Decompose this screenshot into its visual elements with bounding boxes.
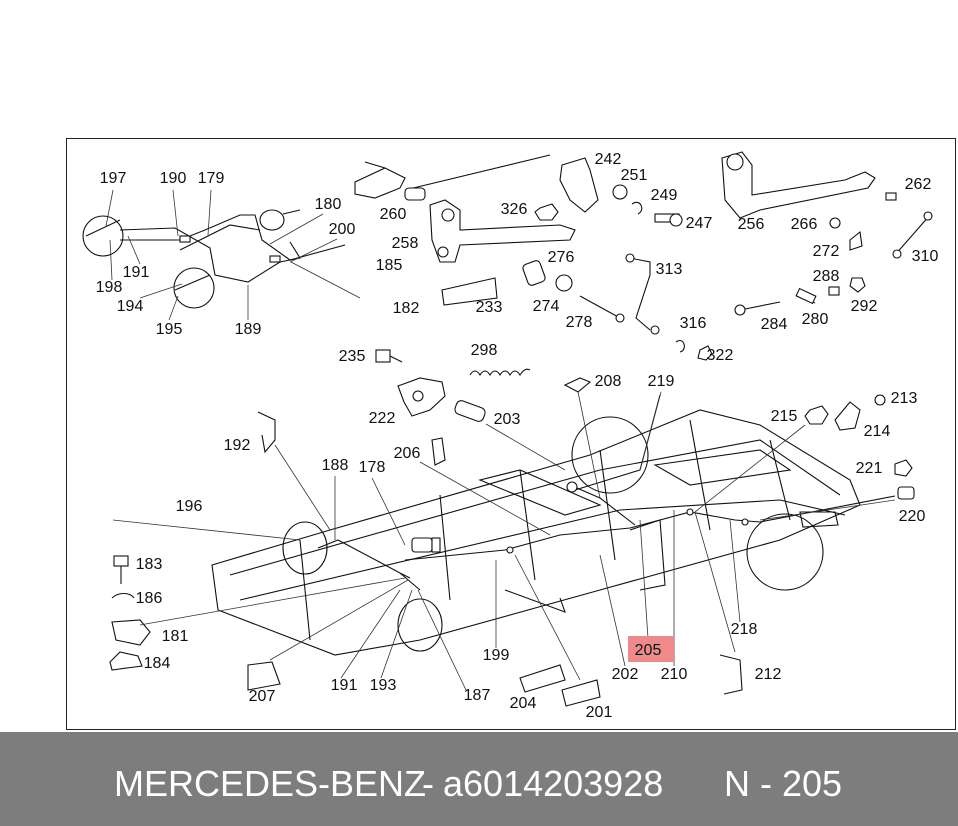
right-parts — [719, 394, 915, 695]
part-label-251: 251 — [621, 167, 648, 184]
part-label-249: 249 — [651, 187, 678, 204]
part-label-179: 179 — [198, 170, 225, 187]
part-label-199: 199 — [483, 647, 510, 664]
part-label-189: 189 — [235, 321, 262, 338]
part-label-274: 274 — [533, 298, 560, 315]
part-label-184: 184 — [144, 655, 171, 672]
part-label-186: 186 — [136, 590, 163, 607]
part-label-196: 196 — [176, 498, 203, 515]
separator: - — [422, 763, 434, 804]
part-label-203: 203 — [494, 411, 521, 428]
part-label-187: 187 — [464, 687, 491, 704]
part-label-242: 242 — [595, 151, 622, 168]
part-label-222: 222 — [369, 410, 396, 427]
part-label-276: 276 — [548, 249, 575, 266]
part-label-215: 215 — [771, 408, 798, 425]
part-label-206: 206 — [394, 445, 421, 462]
part-label-326: 326 — [501, 201, 528, 218]
part-label-181: 181 — [162, 628, 189, 645]
brand-name: MERCEDES-BENZ — [114, 763, 427, 804]
part-label-182: 182 — [393, 300, 420, 317]
part-label-288: 288 — [813, 268, 840, 285]
part-label-310: 310 — [912, 248, 939, 265]
left-lower-parts — [109, 411, 601, 707]
diagram-frame — [66, 138, 956, 730]
part-label-219: 219 — [648, 373, 675, 390]
part-label-210: 210 — [661, 666, 688, 683]
part-label-221: 221 — [856, 460, 883, 477]
footer-bar: MERCEDES-BENZ - a6014203928 N - 205 — [0, 732, 958, 826]
part-label-272: 272 — [813, 243, 840, 260]
part-label-195: 195 — [156, 321, 183, 338]
part-label-262: 262 — [905, 176, 932, 193]
part-label-180: 180 — [315, 196, 342, 213]
exploded-parts-diagram: 1971901791802001981911941851951891822602… — [82, 151, 939, 721]
part-label-298: 298 — [471, 342, 498, 359]
part-number: a6014203928 — [443, 763, 664, 804]
part-label-190: 190 — [160, 170, 187, 187]
upper-parts — [354, 151, 933, 466]
part-label-278: 278 — [566, 314, 593, 331]
leader-lines — [105, 189, 896, 691]
part-label-280: 280 — [802, 311, 829, 328]
part-label-183: 183 — [136, 556, 163, 573]
part-label-256: 256 — [738, 216, 765, 233]
part-label-191: 191 — [123, 264, 150, 281]
chassis-frame — [211, 409, 861, 656]
part-label-235: 235 — [339, 348, 366, 365]
part-label-258: 258 — [392, 235, 419, 252]
part-label-208: 208 — [595, 373, 622, 390]
part-label-247: 247 — [686, 215, 713, 232]
part-label-200: 200 — [329, 221, 356, 238]
part-label-193: 193 — [370, 677, 397, 694]
part-label-233: 233 — [476, 299, 503, 316]
part-label-185: 185 — [376, 257, 403, 274]
brake-drums — [282, 416, 824, 652]
part-label-197: 197 — [100, 170, 127, 187]
part-label-198: 198 — [96, 279, 123, 296]
highlighted-part-box — [628, 636, 674, 662]
part-label-213: 213 — [891, 390, 918, 407]
part-label-322: 322 — [707, 347, 734, 364]
part-label-188: 188 — [322, 457, 349, 474]
part-label-207: 207 — [249, 688, 276, 705]
part-label-192: 192 — [224, 437, 251, 454]
part-label-212: 212 — [755, 666, 782, 683]
part-label-260: 260 — [380, 206, 407, 223]
part-label-194: 194 — [117, 298, 144, 315]
part-label-178: 178 — [359, 459, 386, 476]
part-label-191: 191 — [331, 677, 358, 694]
part-label-201: 201 — [586, 704, 613, 721]
part-label-313: 313 — [656, 261, 683, 278]
part-label-266: 266 — [791, 216, 818, 233]
part-label-204: 204 — [510, 695, 537, 712]
part-label-220: 220 — [899, 508, 926, 525]
position-reference: N - 205 — [724, 763, 843, 804]
part-label-218: 218 — [731, 621, 758, 638]
part-label-284: 284 — [761, 316, 788, 333]
part-label-316: 316 — [680, 315, 707, 332]
part-label-highlighted: 205 — [635, 642, 662, 659]
part-label-202: 202 — [612, 666, 639, 683]
part-label-292: 292 — [851, 298, 878, 315]
part-label-214: 214 — [864, 423, 891, 440]
